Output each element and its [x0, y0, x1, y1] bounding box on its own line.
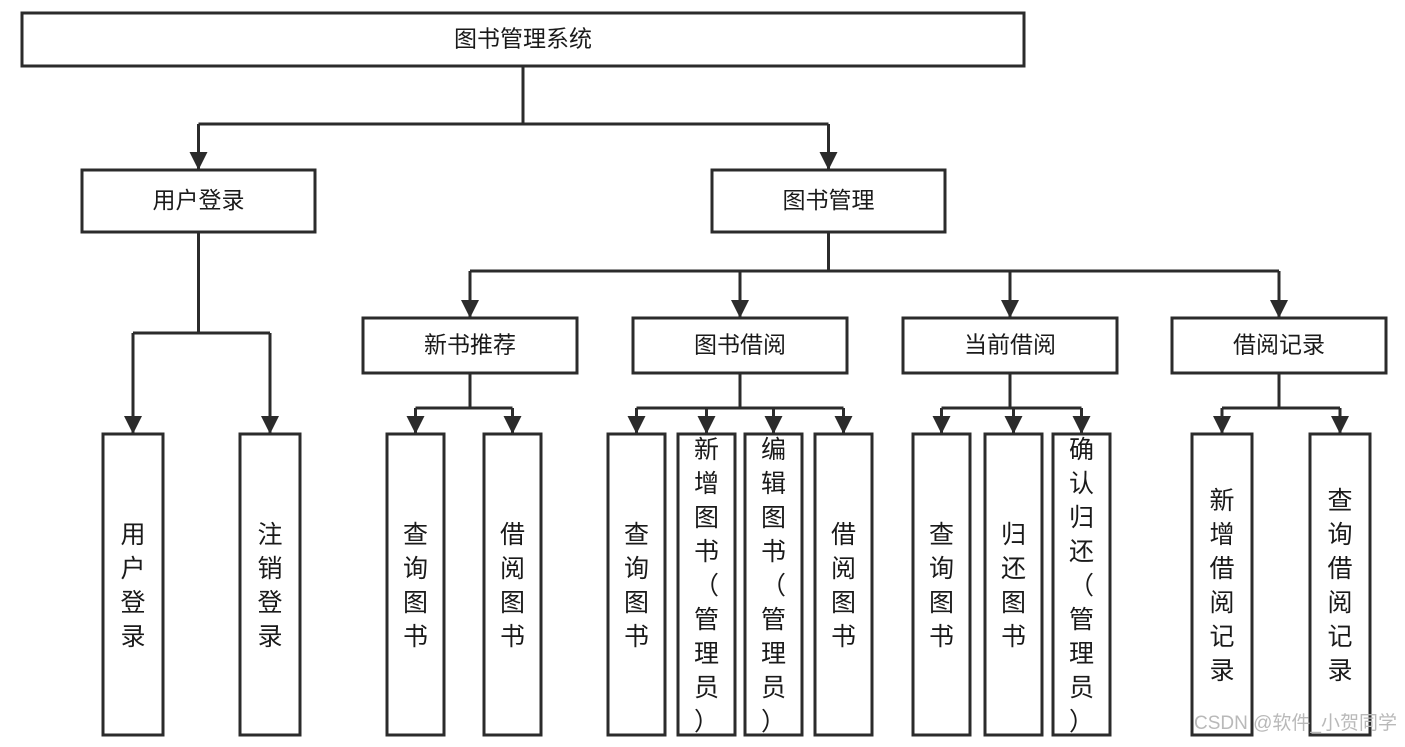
node-label-borrow-record: 借阅记录	[1233, 332, 1325, 358]
node-box-leaf-add-book-admin	[676, 432, 737, 737]
node-leaf-user-login[interactable]: 用户登录	[101, 432, 165, 737]
arrow-icon-leaf-edit-book-admin	[764, 416, 783, 434]
node-box-leaf-query-book-current	[911, 432, 972, 737]
node-label-leaf-return-book: 归还图书	[1001, 521, 1026, 651]
node-label-user-login: 用户登录	[153, 187, 245, 213]
node-root[interactable]: 图书管理系统	[20, 11, 1026, 68]
node-label-leaf-query-borrow-record: 查询借阅记录	[1327, 487, 1352, 685]
node-box-leaf-query-book-recommend	[385, 432, 446, 737]
node-box-user-login	[80, 168, 317, 234]
node-box-leaf-return-book	[983, 432, 1044, 737]
arrow-icon-current-borrow	[1001, 300, 1019, 318]
node-label-leaf-borrow-book: 借阅图书	[831, 521, 856, 651]
node-book-borrow[interactable]: 图书借阅	[631, 316, 849, 375]
node-leaf-borrow-book[interactable]: 借阅图书	[813, 432, 874, 737]
node-label-leaf-query-book-current: 查询图书	[929, 521, 954, 651]
arrow-icon-borrow-record	[1270, 300, 1288, 318]
nodes-layer: 图书管理系统用户登录图书管理新书推荐图书借阅当前借阅借阅记录用户登录注销登录查询…	[20, 11, 1388, 737]
node-leaf-query-book-recommend[interactable]: 查询图书	[385, 432, 446, 737]
arrow-icon-leaf-logout	[261, 416, 279, 434]
arrow-icon-leaf-query-borrow-record	[1331, 416, 1349, 434]
arrow-icon-new-book-recommend	[461, 300, 479, 318]
node-new-book-recommend[interactable]: 新书推荐	[361, 316, 579, 375]
node-leaf-query-book-current[interactable]: 查询图书	[911, 432, 972, 737]
arrow-icon-book-borrow	[731, 300, 749, 318]
arrow-icon-leaf-add-borrow-record	[1213, 416, 1231, 434]
node-box-book-manage	[710, 168, 947, 234]
arrow-icon-leaf-query-book-current	[932, 416, 951, 434]
node-user-login[interactable]: 用户登录	[80, 168, 317, 234]
arrow-icon-leaf-query-book-recommend	[406, 416, 425, 434]
node-box-leaf-edit-book-admin	[743, 432, 804, 737]
arrow-icon-leaf-borrow-book-recommend	[503, 416, 522, 434]
arrow-icon-leaf-user-login	[124, 416, 142, 434]
node-box-borrow-record	[1170, 316, 1388, 375]
node-label-leaf-add-book-admin: 新增图书（管理员）	[694, 436, 719, 736]
arrow-icon-leaf-query-book-borrow	[627, 416, 646, 434]
node-label-book-manage: 图书管理	[783, 187, 875, 213]
node-leaf-query-borrow-record[interactable]: 查询借阅记录	[1308, 432, 1372, 737]
node-label-leaf-user-login: 用户登录	[120, 521, 145, 651]
node-box-root	[20, 11, 1026, 68]
arrow-icon-book-manage	[819, 152, 838, 170]
node-label-leaf-confirm-return-admin: 确认归还（管理员）	[1069, 436, 1094, 736]
node-leaf-return-book[interactable]: 归还图书	[983, 432, 1044, 737]
node-leaf-add-book-admin[interactable]: 新增图书（管理员）	[676, 432, 737, 737]
node-box-new-book-recommend	[361, 316, 579, 375]
node-borrow-record[interactable]: 借阅记录	[1170, 316, 1388, 375]
node-box-leaf-query-book-borrow	[606, 432, 667, 737]
node-box-leaf-borrow-book-recommend	[482, 432, 543, 737]
node-leaf-logout[interactable]: 注销登录	[238, 432, 302, 737]
node-label-leaf-query-book-recommend: 查询图书	[403, 521, 428, 651]
node-leaf-confirm-return-admin[interactable]: 确认归还（管理员）	[1051, 432, 1112, 737]
node-box-leaf-logout	[238, 432, 302, 737]
node-leaf-add-borrow-record[interactable]: 新增借阅记录	[1190, 432, 1254, 737]
node-box-leaf-query-borrow-record	[1308, 432, 1372, 737]
node-box-leaf-confirm-return-admin	[1051, 432, 1112, 737]
node-label-leaf-edit-book-admin: 编辑图书（管理员）	[761, 436, 786, 736]
node-current-borrow[interactable]: 当前借阅	[901, 316, 1119, 375]
node-label-new-book-recommend: 新书推荐	[424, 332, 516, 358]
node-label-root: 图书管理系统	[454, 26, 592, 52]
node-label-leaf-logout: 注销登录	[257, 521, 282, 651]
node-label-leaf-add-borrow-record: 新增借阅记录	[1209, 487, 1234, 685]
arrow-icon-leaf-add-book-admin	[697, 416, 716, 434]
node-book-manage[interactable]: 图书管理	[710, 168, 947, 234]
node-box-book-borrow	[631, 316, 849, 375]
node-label-leaf-borrow-book-recommend: 借阅图书	[500, 521, 525, 651]
node-label-leaf-query-book-borrow: 查询图书	[624, 521, 649, 651]
arrow-icon-user-login	[189, 152, 208, 170]
node-box-leaf-add-borrow-record	[1190, 432, 1254, 737]
arrow-icon-leaf-return-book	[1004, 416, 1023, 434]
arrow-icon-leaf-borrow-book	[834, 416, 853, 434]
arrow-icon-leaf-confirm-return-admin	[1072, 416, 1091, 434]
connectors-layer	[124, 66, 1349, 434]
node-box-leaf-user-login	[101, 432, 165, 737]
node-box-leaf-borrow-book	[813, 432, 874, 737]
node-leaf-edit-book-admin[interactable]: 编辑图书（管理员）	[743, 432, 804, 737]
node-leaf-borrow-book-recommend[interactable]: 借阅图书	[482, 432, 543, 737]
csdn-watermark: CSDN @软件_小贺同学	[1194, 712, 1397, 734]
node-box-current-borrow	[901, 316, 1119, 375]
node-leaf-query-book-borrow[interactable]: 查询图书	[606, 432, 667, 737]
node-label-current-borrow: 当前借阅	[964, 332, 1056, 358]
node-label-book-borrow: 图书借阅	[694, 332, 786, 358]
